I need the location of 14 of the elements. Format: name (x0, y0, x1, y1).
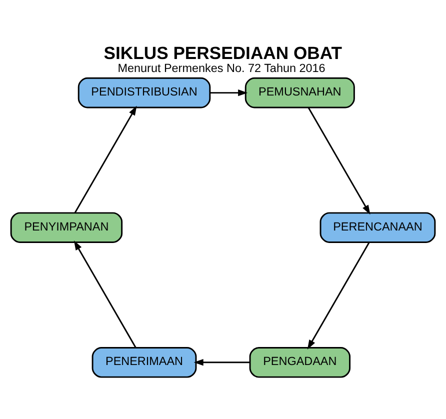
caption: Menurut Permenkes No. 72 Tahun 2016 (118, 62, 326, 75)
node-box: PEMUSNAHAN (244, 76, 355, 108)
node-box: PENGADAAN (249, 346, 351, 378)
node-box: PENYIMPANAN (10, 212, 123, 242)
arrow (74, 240, 136, 348)
diagram-title: SIKLUS PERSEDIAAN OBAT (104, 42, 342, 63)
arrow (308, 106, 370, 214)
node-box: PERENCANAAN (320, 212, 436, 242)
arrow (210, 88, 248, 96)
arrow (307, 241, 370, 349)
arrow (74, 105, 137, 213)
arrow (194, 358, 250, 366)
node-box: PENERIMAAN (92, 346, 197, 378)
node-box: PENDISTRIBUSIAN (78, 76, 211, 108)
